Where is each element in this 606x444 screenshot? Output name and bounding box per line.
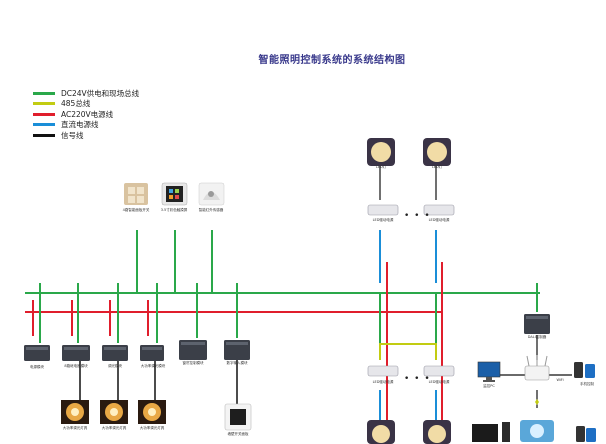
lamp-signal-lines bbox=[79, 360, 238, 404]
network-devices bbox=[472, 355, 596, 442]
lamp-a-label: LED灯 bbox=[375, 165, 387, 169]
input-module-label: 数字输入模块 bbox=[226, 361, 248, 365]
driver-ellipsis-bottom: • • • bbox=[404, 374, 431, 384]
legend-swatch-485 bbox=[33, 102, 55, 106]
panel-switch-device bbox=[124, 183, 148, 205]
legend-label-dc-power: 直流电源线 bbox=[61, 120, 99, 130]
legend-item-485: 485总线 bbox=[33, 99, 139, 110]
legend-label-dc24v: DC24V供电和现场总线 bbox=[61, 88, 140, 98]
legend-swatch-signal bbox=[33, 133, 55, 137]
sensor-device bbox=[198, 182, 225, 206]
module-connections bbox=[32, 283, 538, 343]
power-module-label: 电源模块 bbox=[30, 365, 44, 369]
driver-b-label: LED驱动电源 bbox=[428, 218, 450, 222]
lamp-b-label: LED灯 bbox=[431, 165, 443, 169]
wall-panel-device bbox=[224, 403, 252, 431]
legend-label-ac220v: AC220V电源线 bbox=[61, 109, 114, 119]
touch-screen-device bbox=[161, 182, 188, 206]
scr-dimmer-label: 大功率调光模块 bbox=[140, 364, 166, 368]
chandelier-a-label: 大功率调光灯具 bbox=[62, 426, 88, 430]
chandelier-lamps bbox=[61, 400, 166, 424]
legend-item-dc-power: 直流电源线 bbox=[33, 120, 139, 131]
dimmer-module-label: 调光模块 bbox=[108, 364, 122, 368]
din-modules bbox=[24, 314, 550, 361]
driver-c-label: LED驱动电源 bbox=[372, 380, 394, 384]
led-section-lines bbox=[379, 165, 443, 425]
curtain-module-label: 窗帘控制模块 bbox=[182, 361, 204, 365]
legend: DC24V供电和现场总线 485总线 AC220V电源线 直流电源线 信号线 bbox=[33, 88, 139, 141]
sensor-label: 智能红外传感器 bbox=[198, 208, 224, 212]
pc-label: 监控PC bbox=[483, 384, 495, 388]
router-label: WiFi bbox=[556, 378, 564, 382]
driver-d-label: LED驱动电源 bbox=[428, 380, 450, 384]
legend-swatch-dc24v bbox=[33, 91, 55, 95]
legend-item-ac220v: AC220V电源线 bbox=[33, 109, 139, 120]
legend-item-signal: 信号线 bbox=[33, 130, 139, 141]
led-lamps bbox=[367, 138, 451, 444]
legend-swatch-dc-power bbox=[33, 123, 55, 127]
touch-screen-label: 3.5寸彩色触摸屏 bbox=[160, 208, 188, 212]
driver-ellipsis-top: • • • bbox=[404, 211, 431, 221]
diagram-title: 智能照明控制系统的系统结构图 bbox=[258, 55, 406, 66]
phone-label: 手机控制 bbox=[580, 382, 594, 386]
driver-a-label: LED驱动电源 bbox=[372, 218, 394, 222]
legend-swatch-ac220v bbox=[33, 112, 55, 116]
panel-switch-label: 4路智能面板开关 bbox=[122, 208, 150, 212]
legend-label-signal: 信号线 bbox=[61, 130, 84, 140]
wall-panel-label: 墙壁开关面板 bbox=[227, 432, 249, 436]
legend-label-485: 485总线 bbox=[61, 99, 91, 109]
chandelier-c-label: 大功率调光灯具 bbox=[139, 426, 165, 430]
chandelier-b-label: 大功率调光灯具 bbox=[101, 426, 127, 430]
legend-item-dc24v: DC24V供电和现场总线 bbox=[33, 88, 139, 99]
relay-module-label: 8路继电器模块 bbox=[64, 364, 88, 368]
led-drivers bbox=[367, 204, 455, 377]
dali-gateway-label: DALI控制器 bbox=[527, 335, 547, 339]
